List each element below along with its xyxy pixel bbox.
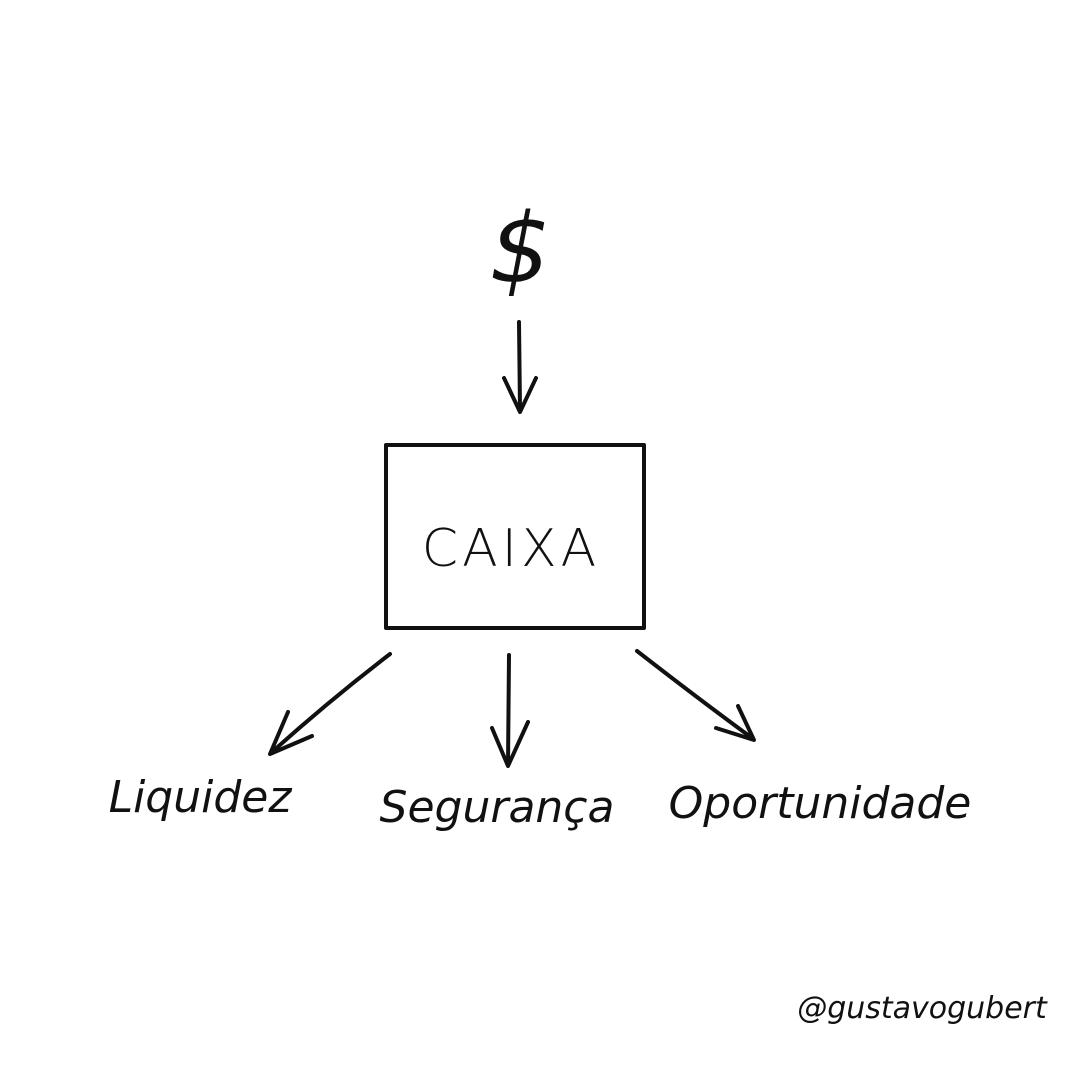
arrow-to-liquidez bbox=[268, 652, 392, 756]
output-label-liquidez: Liquidez bbox=[109, 772, 293, 823]
author-signature: @gustavogubert bbox=[797, 991, 1048, 1026]
caixa-label: CAIXA bbox=[422, 519, 600, 579]
caixa-box bbox=[384, 443, 646, 630]
dollar-symbol: $ bbox=[489, 193, 550, 305]
output-label-oportunidade: Oportunidade bbox=[669, 778, 972, 829]
arrow-dollar-to-box bbox=[502, 320, 538, 414]
arrow-to-oportunidade bbox=[635, 649, 756, 742]
arrow-to-seguranca bbox=[490, 653, 530, 768]
output-label-seguranca: Segurança bbox=[380, 782, 615, 833]
